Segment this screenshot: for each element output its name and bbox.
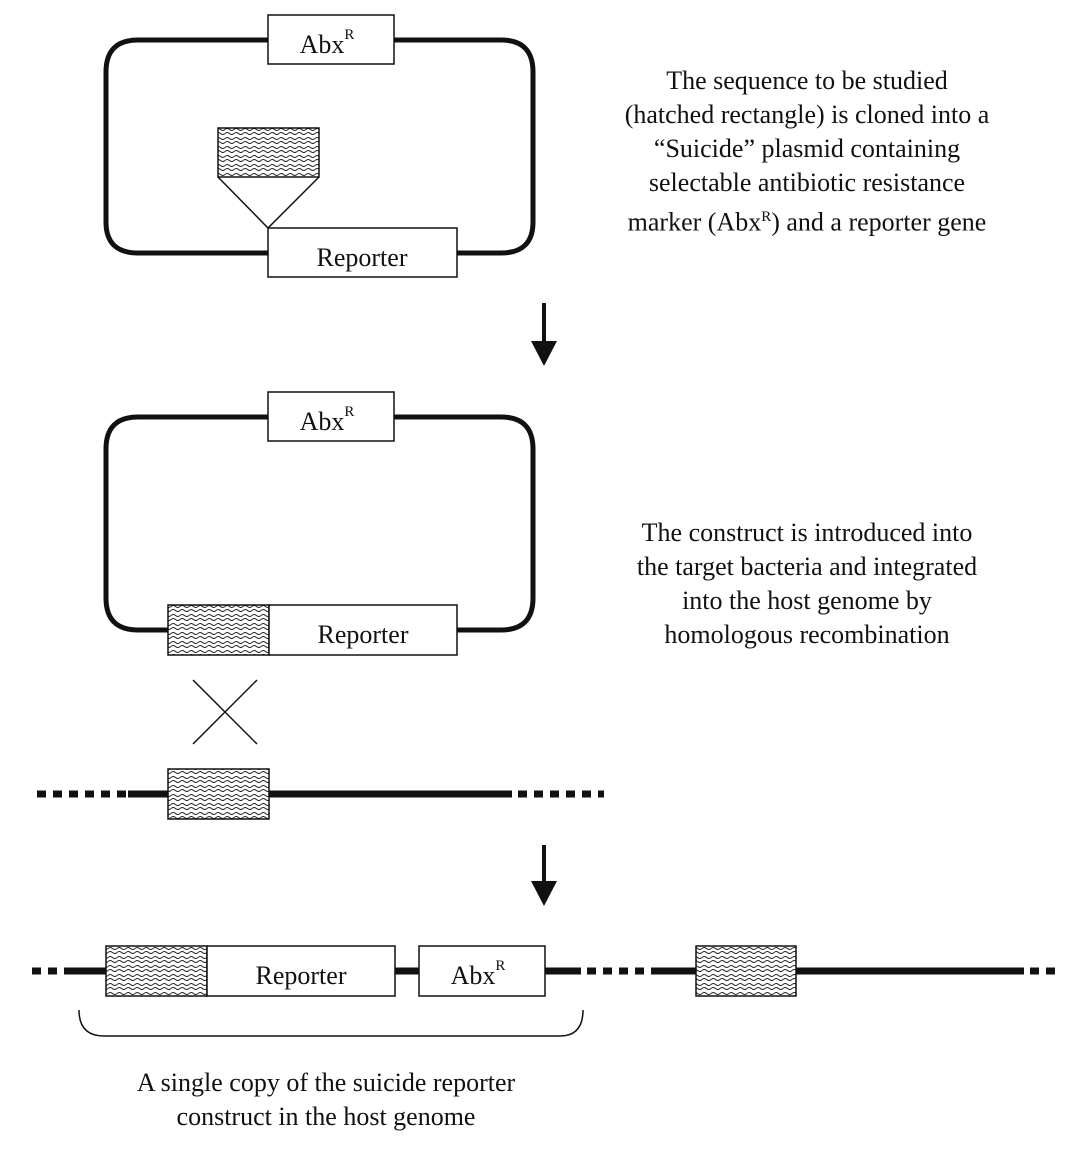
- caption-step-1-line: “Suicide” plasmid containing: [653, 134, 961, 163]
- host-chromosome: [37, 768, 604, 820]
- svg-text:AbxR: AbxR: [300, 27, 355, 59]
- down-arrow-1: [531, 303, 557, 366]
- plasmid-1-abx-marker: AbxR: [267, 14, 395, 65]
- plasmid-1-abx-label: Abx: [300, 30, 345, 59]
- svg-text:AbxR: AbxR: [300, 404, 355, 436]
- insertion-funnel: [217, 176, 320, 230]
- chromosome-homologous-sequence: [167, 768, 270, 820]
- genome-abx-marker: AbxR: [418, 945, 546, 997]
- plasmid-2-abx-label: Abx: [300, 407, 345, 436]
- plasmid-2-abx-marker: AbxR: [267, 391, 395, 442]
- plasmid-2-hatched-sequence: [167, 604, 270, 656]
- caption-step-1-text: marker (Abx: [627, 207, 762, 237]
- genome-abx-label: Abx: [451, 961, 496, 990]
- plasmid-2-abx-superscript: R: [344, 404, 354, 420]
- genome-hatched-sequence-2: [695, 945, 797, 997]
- plasmid-2-reporter-label: Reporter: [318, 620, 409, 649]
- construct-bracket: [78, 1009, 584, 1037]
- caption-step-1-superscript: R: [761, 209, 772, 225]
- caption-step-2: The construct is introduced into the tar…: [592, 516, 1022, 652]
- caption-step-3: A single copy of the suicide reporter co…: [96, 1066, 556, 1134]
- plasmid-2-backbone: [103, 414, 536, 633]
- caption-step-2-line: the target bacteria and integrated: [636, 552, 978, 581]
- down-arrow-2: [531, 845, 557, 906]
- plasmid-1-reporter-label: Reporter: [317, 243, 408, 272]
- genome-reporter-label: Reporter: [256, 961, 347, 990]
- genome-abx-superscript: R: [495, 958, 505, 974]
- caption-step-2-line: into the host genome by: [682, 586, 932, 615]
- caption-step-1-line: (hatched rectangle) is cloned into a: [624, 100, 990, 129]
- suicide-plasmid-2: AbxR Reporter: [103, 391, 536, 656]
- caption-step-1-text: ) and a reporter gene: [771, 207, 987, 237]
- plasmid-1-abx-superscript: R: [344, 27, 354, 43]
- caption-step-2-line: homologous recombination: [664, 620, 950, 649]
- suicide-plasmid-1: AbxR Reporter: [103, 14, 536, 278]
- caption-step-1-line: marker (AbxR) and a reporter gene: [592, 200, 1022, 240]
- genome-hatched-sequence-1: [105, 945, 208, 997]
- plasmid-1-reporter-gene: Reporter: [267, 227, 458, 278]
- plasmid-1-backbone: [103, 37, 536, 256]
- caption-step-2-line: The construct is introduced into: [641, 518, 973, 547]
- integrated-genome: Reporter AbxR: [32, 945, 1062, 1037]
- crossover-mark: [192, 679, 258, 745]
- genome-reporter-gene: Reporter: [206, 945, 396, 997]
- caption-step-1: The sequence to be studied (hatched rect…: [592, 64, 1022, 240]
- caption-step-3-line: construct in the host genome: [176, 1102, 476, 1131]
- caption-step-1-line: selectable antibiotic resistance: [648, 168, 966, 197]
- svg-text:AbxR: AbxR: [451, 958, 506, 990]
- caption-step-1-line: The sequence to be studied: [666, 66, 948, 95]
- insert-sequence-hatched: [217, 127, 320, 230]
- caption-step-3-line: A single copy of the suicide reporter: [136, 1068, 516, 1097]
- plasmid-2-reporter-gene: Reporter: [268, 604, 458, 656]
